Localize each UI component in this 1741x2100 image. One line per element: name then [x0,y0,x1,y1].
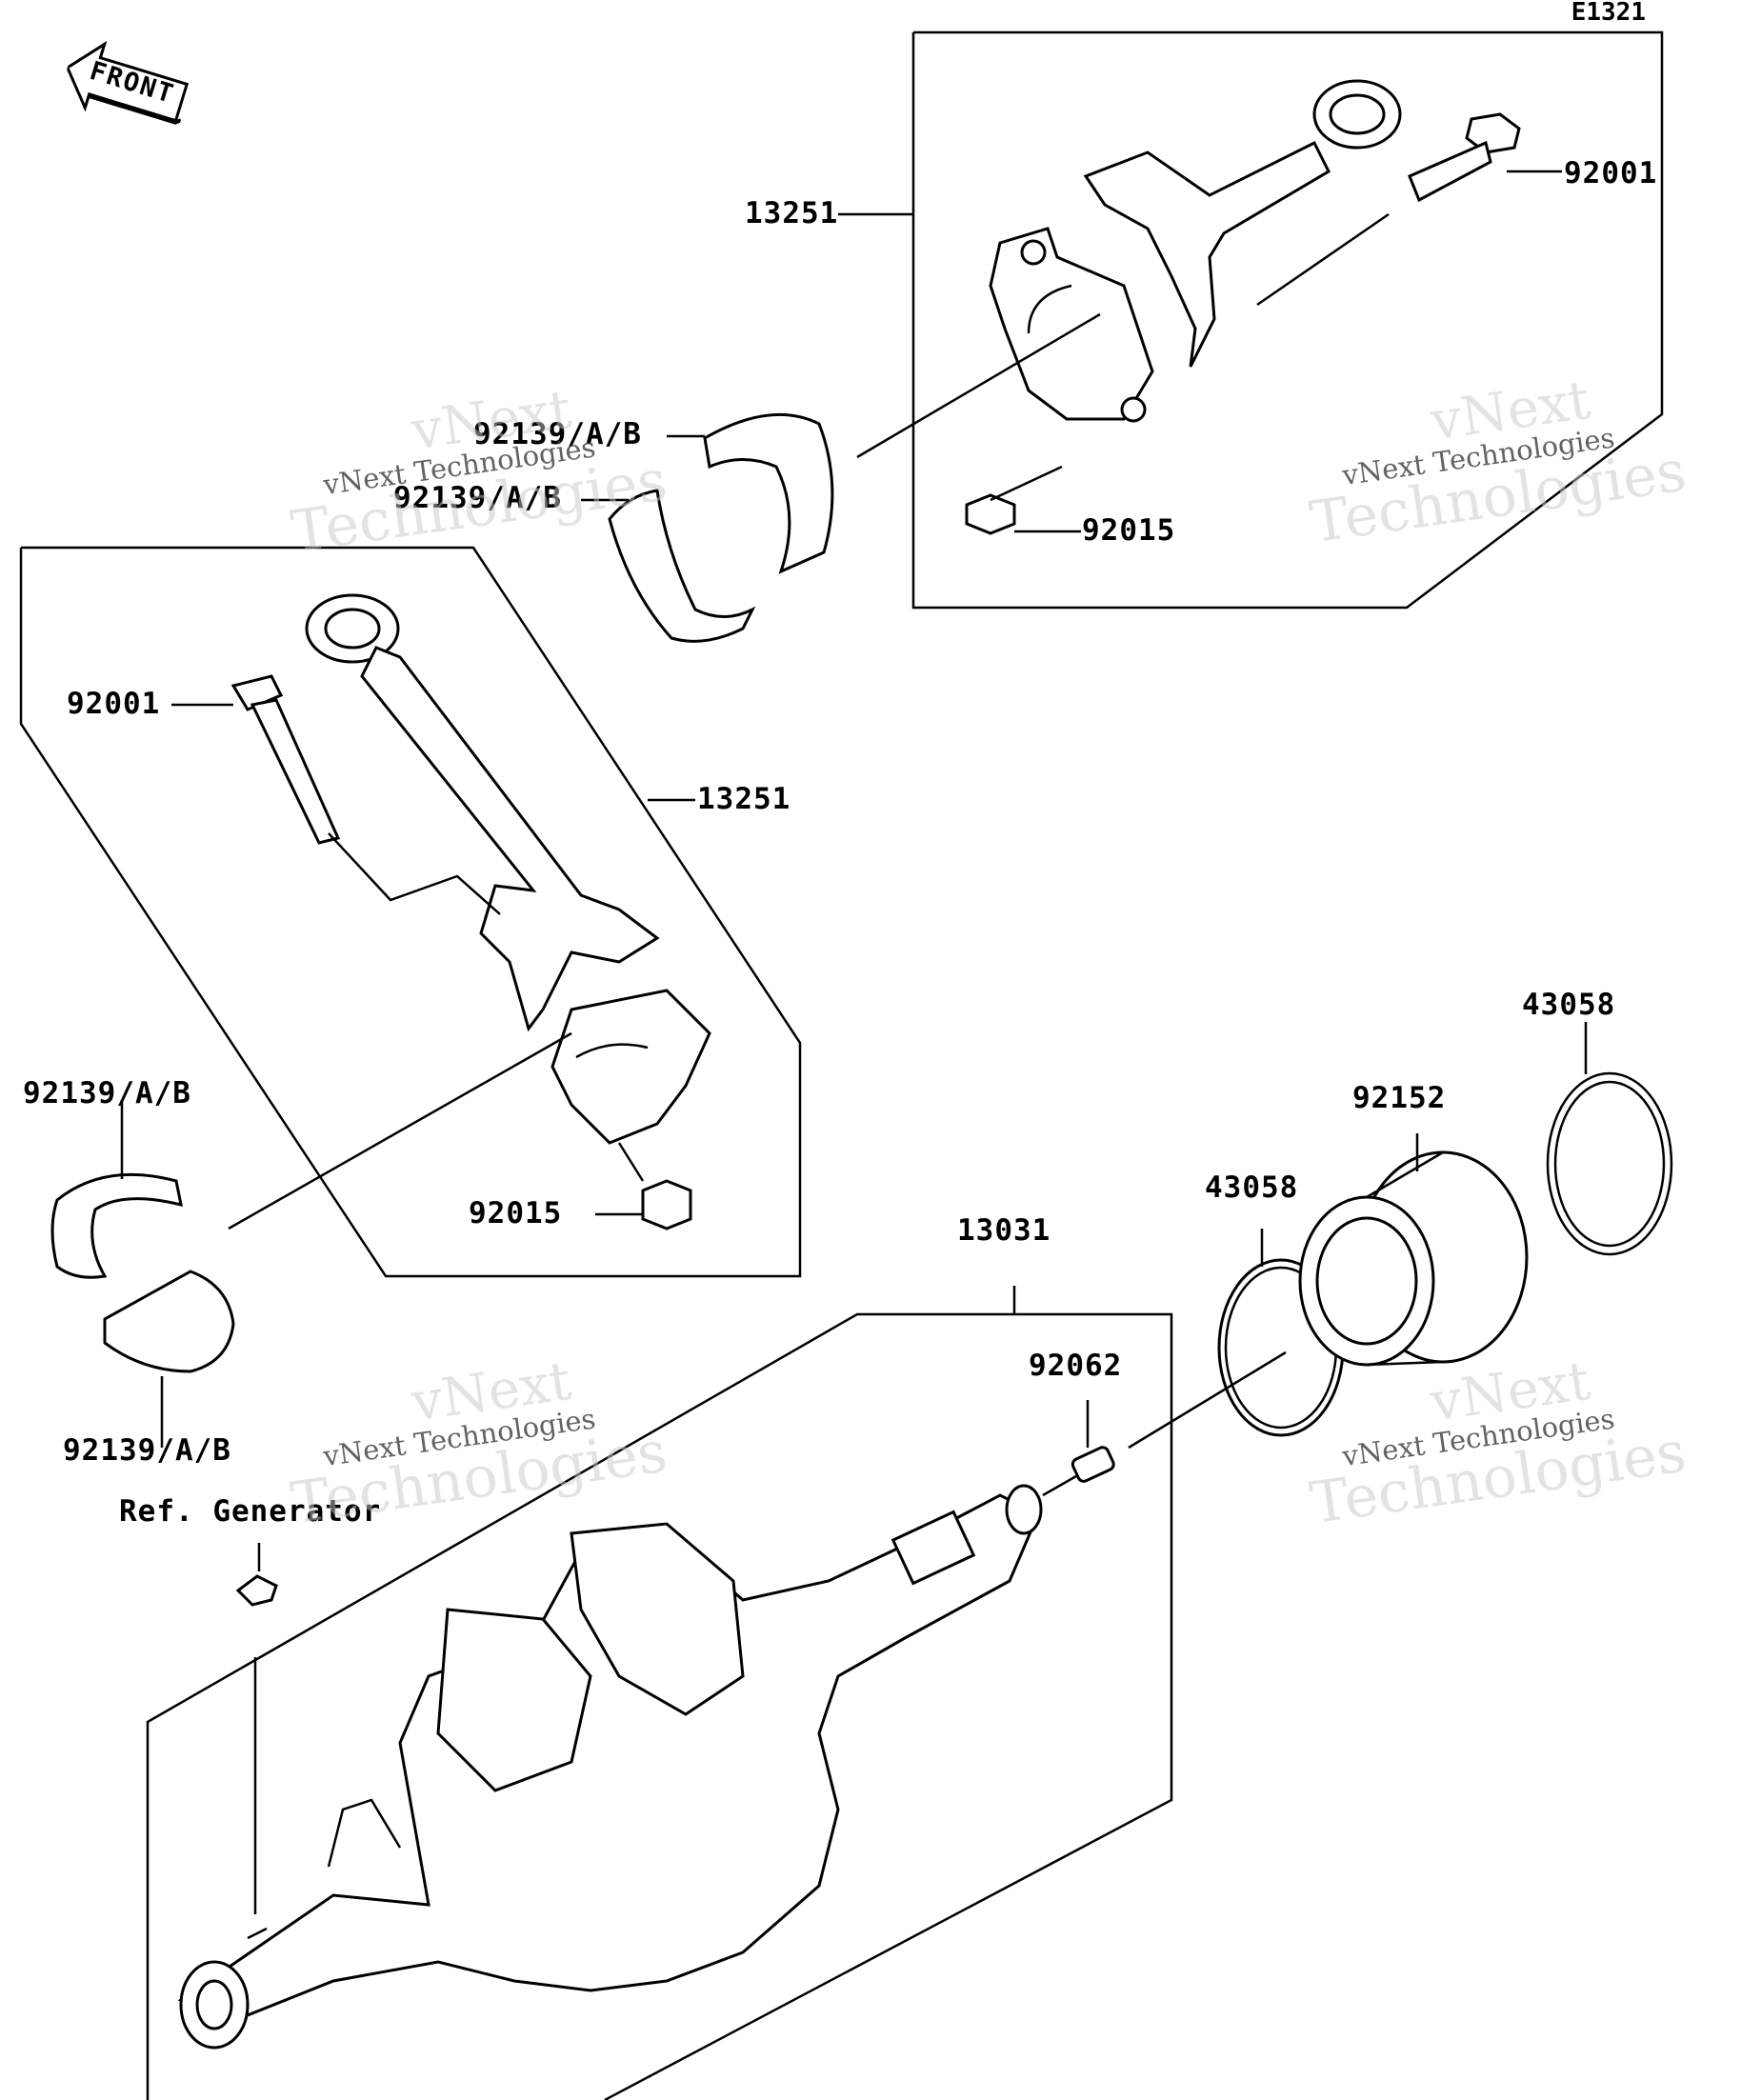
key-ref-generator [235,1574,278,1607]
label-92001-top: 92001 [1564,156,1658,190]
nut-top [965,493,1016,535]
diagram-code: E1321 [1571,0,1646,27]
label-92015-left: 92015 [469,1196,563,1230]
label-92152: 92152 [1352,1081,1447,1115]
label-43058-left: 43058 [1205,1170,1299,1205]
label-92015-top: 92015 [1082,513,1176,548]
bolt-top [1408,112,1521,203]
label-13251-left: 13251 [697,782,791,816]
label-92139-left-upper: 92139/A/B [23,1076,191,1110]
label-92062: 92062 [1029,1349,1123,1383]
pin [1071,1446,1115,1483]
bearing-shells-top [608,412,834,643]
label-ref-generator: Ref. Generator [119,1494,382,1529]
conrod-top [989,79,1402,423]
label-92139-top-lower: 92139/A/B [393,481,562,515]
conrod-left [305,593,711,1145]
label-13031: 13031 [957,1213,1051,1248]
bearing-shells-left [50,1172,235,1373]
label-92001-left: 92001 [67,687,161,721]
label-92139-left-lower: 92139/A/B [63,1433,231,1468]
label-43058-right: 43058 [1522,988,1616,1022]
label-13251-top: 13251 [745,196,839,230]
crankshaft [177,1484,1043,2050]
label-92139-top-upper: 92139/A/B [473,417,642,451]
group-box-left [19,546,802,1278]
snap-ring-right [1546,1071,1673,1256]
bearing-92152 [1298,1150,1529,1367]
bolt-left [230,674,341,845]
group-box-top [911,30,1664,610]
nut-left [641,1179,692,1230]
front-arrow-icon: FRONT [56,31,197,141]
